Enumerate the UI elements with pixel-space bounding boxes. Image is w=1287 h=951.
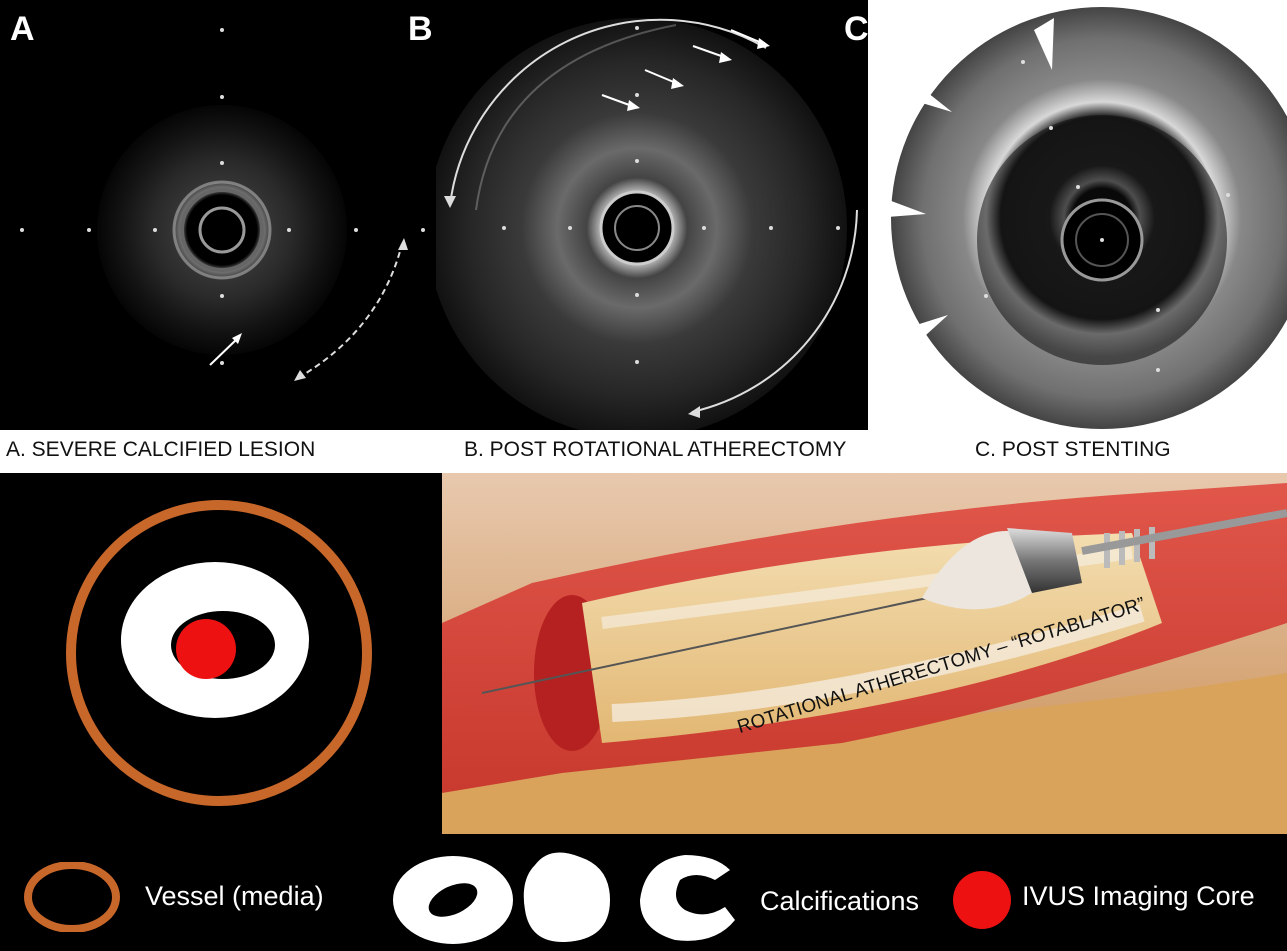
ivus-schematic	[0, 473, 442, 834]
ivus-panel-b	[436, 0, 868, 430]
ivus-panel-c	[868, 0, 1287, 430]
vessel-legend-label: Vessel (media)	[145, 881, 324, 911]
calcifications-legend-label: Calcifications	[760, 886, 920, 916]
imaging-core-legend-label: IVUS Imaging Core	[1022, 881, 1255, 911]
caption-b: B. POST ROTATIONAL ATHERECTOMY	[464, 438, 847, 461]
ivus-panel-a	[0, 0, 436, 430]
caption-c: C. POST STENTING	[975, 438, 1171, 461]
imaging-core-legend-icon	[953, 871, 1011, 929]
panel-b-letter: B	[408, 10, 433, 48]
imaging-core	[176, 619, 236, 679]
caption-a: A. SEVERE CALCIFIED LESION	[6, 438, 316, 461]
calcification-shapes-icon	[393, 852, 735, 944]
panel-a-letter: A	[10, 10, 35, 48]
vessel-ring	[66, 500, 372, 806]
rotablator-illustration	[442, 473, 1287, 834]
panel-c-letter: C	[844, 10, 869, 48]
vessel-legend-icon	[24, 862, 120, 932]
